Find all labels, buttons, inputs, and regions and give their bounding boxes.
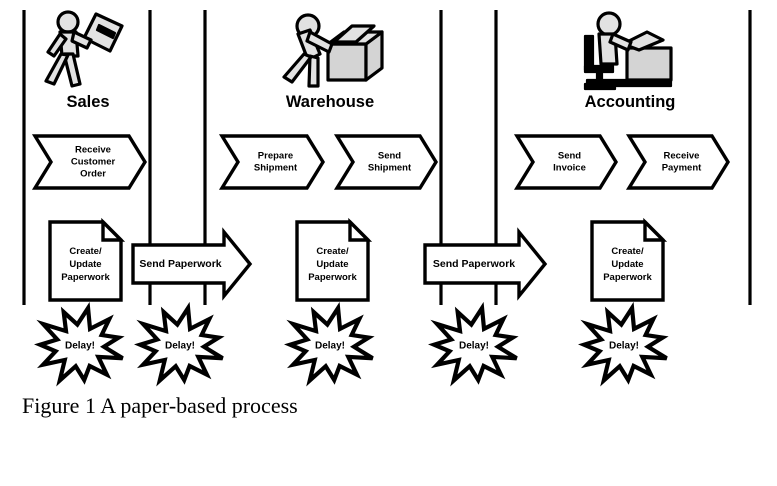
activity-label-line: Prepare — [258, 151, 293, 162]
activity-label-line: Receive — [75, 145, 111, 156]
activity-label-line: Shipment — [368, 163, 412, 174]
flow-arrow-send-paperwork-sales-to-warehouse: Send Paperwork — [131, 227, 253, 301]
activity-label-line: Shipment — [254, 163, 298, 174]
activity-shape — [513, 134, 618, 190]
delay-starburst-shape — [134, 301, 225, 387]
flow-arrow-label: Send Paperwork — [139, 258, 221, 270]
activity-label-line: Receive — [664, 151, 700, 162]
document-label-line: Update — [69, 259, 101, 270]
document-fold-corner — [101, 217, 126, 242]
delay-starburst-shape — [34, 301, 125, 387]
delay-delay-4: Delay! — [428, 301, 519, 387]
delay-starburst-shape — [284, 301, 375, 387]
flow-arrows: Send Paperwork Send Paperwork — [131, 227, 548, 301]
document-label-line: Paperwork — [61, 272, 110, 283]
document-shapes: Create/UpdatePaperworkCreate/UpdatePaper… — [48, 217, 668, 302]
figure-caption: Figure 1 A paper-based process — [22, 393, 298, 418]
activity-label-line: Send — [558, 151, 581, 162]
flow-arrow-shape — [131, 227, 253, 301]
delay-label: Delay! — [459, 341, 489, 352]
document-fold-corner — [643, 217, 668, 242]
delay-starburst-shape — [428, 301, 519, 387]
activity-label-line: Payment — [662, 163, 702, 174]
delay-starburst-shape — [578, 301, 669, 387]
person-at-desk-icon — [583, 11, 673, 91]
document-label-line: Update — [316, 259, 348, 270]
activity-label-line: Invoice — [553, 163, 586, 174]
lane-labels: Sales Warehouse Accounting — [66, 93, 675, 111]
activity-chevrons: ReceiveCustomerOrderPrepareShipmentSendS… — [31, 134, 730, 190]
person-packing-box-icon — [282, 13, 384, 88]
document-label-line: Paperwork — [603, 272, 652, 283]
activity-shape — [625, 134, 730, 190]
lane-divider-lines — [22, 10, 752, 305]
flow-arrow-label: Send Paperwork — [433, 258, 515, 270]
activity-label-line: Send — [378, 151, 401, 162]
delay-delay-3: Delay! — [284, 301, 375, 387]
flow-arrow-send-paperwork-warehouse-to-accounting: Send Paperwork — [423, 227, 548, 301]
lane-label-sales: Sales — [66, 93, 109, 111]
delay-label: Delay! — [315, 341, 345, 352]
document-label-line: Create/ — [611, 246, 644, 257]
delay-delay-2: Delay! — [134, 301, 225, 387]
delay-starbursts: Delay! Delay! Delay! Delay! Delay! — [34, 301, 669, 387]
document-label-line: Paperwork — [308, 272, 357, 283]
activity-shape — [31, 134, 147, 190]
delay-label: Delay! — [65, 341, 95, 352]
document-fold-corner — [348, 217, 373, 242]
flow-arrow-shape — [423, 227, 548, 301]
lane-label-warehouse: Warehouse — [286, 93, 374, 111]
lane-label-accounting: Accounting — [585, 93, 676, 111]
document-label-line: Update — [611, 259, 643, 270]
activity-label-line: Order — [80, 169, 106, 180]
activity-label-line: Customer — [71, 157, 116, 168]
delay-delay-1: Delay! — [34, 301, 125, 387]
lane-icons — [44, 10, 673, 91]
activity-shape — [218, 134, 325, 190]
document-label-line: Create/ — [316, 246, 349, 257]
activity-shape — [333, 134, 438, 190]
delay-label: Delay! — [609, 341, 639, 352]
person-holding-document-icon — [44, 10, 124, 88]
delay-delay-5: Delay! — [578, 301, 669, 387]
delay-label: Delay! — [165, 341, 195, 352]
document-label-line: Create/ — [69, 246, 102, 257]
